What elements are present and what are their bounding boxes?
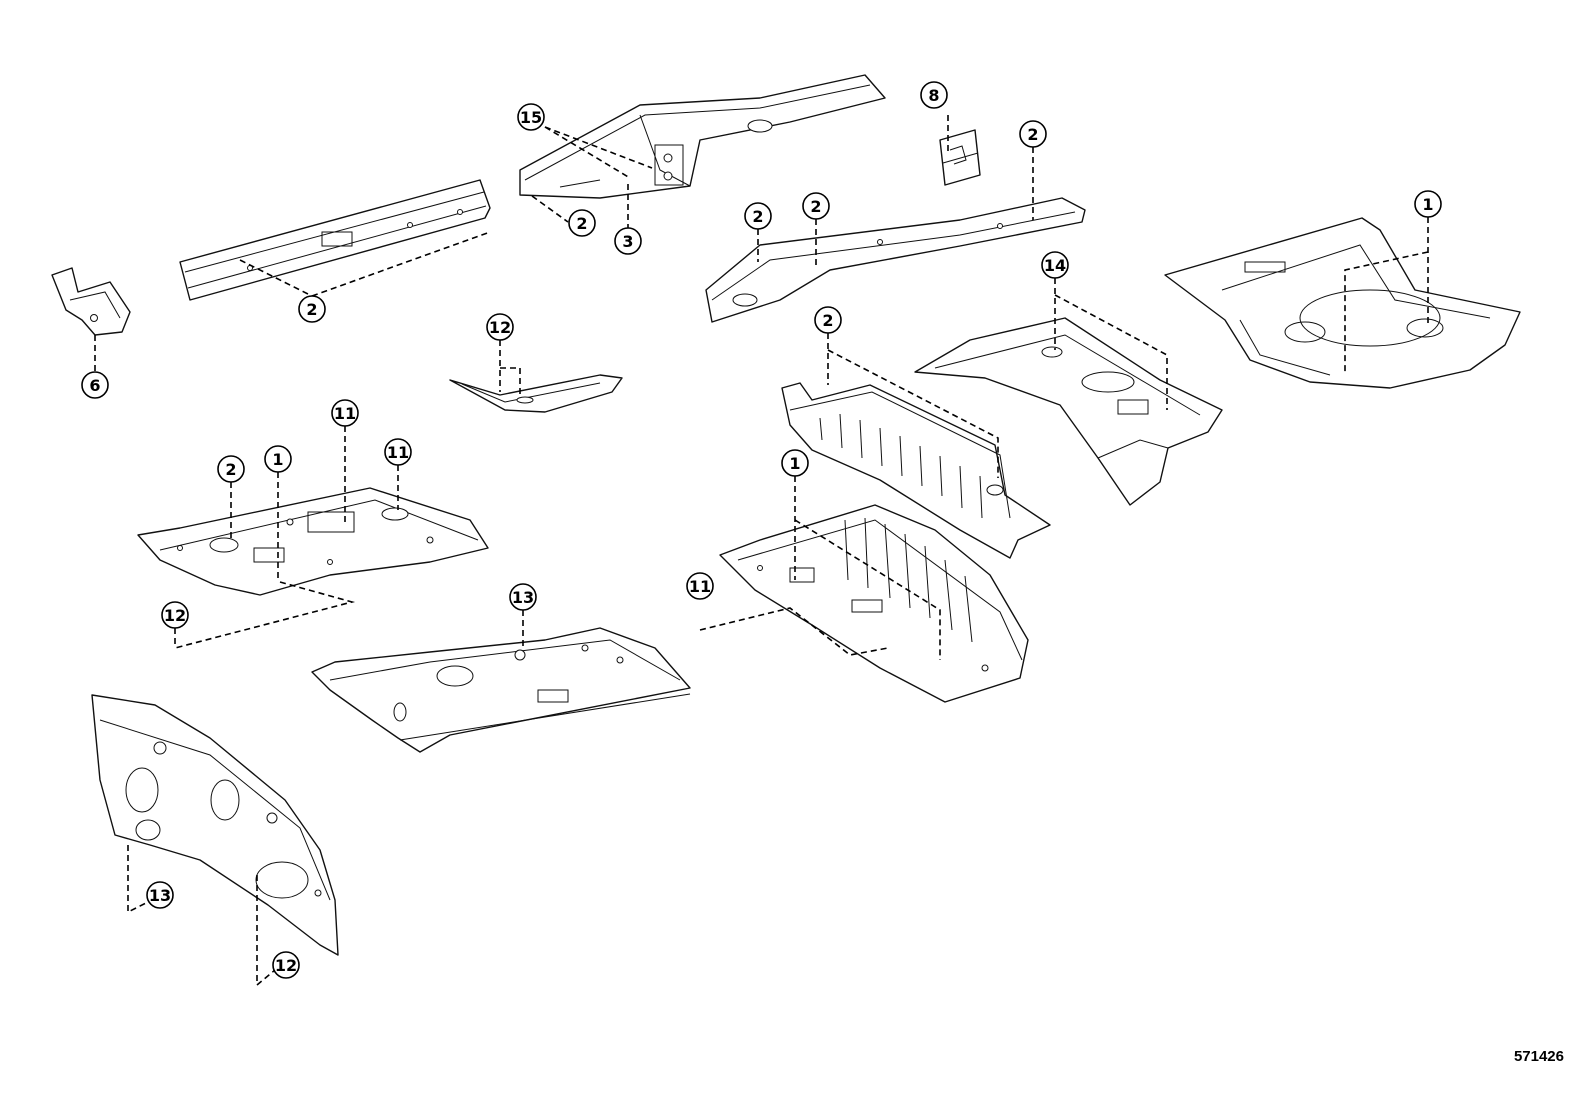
callout-11-tunnel: 13 (509, 583, 537, 611)
svg-text:2: 2 (810, 197, 821, 216)
callout-12-rear-floor: 1 (781, 449, 809, 477)
rear-side-member (705, 197, 1086, 323)
svg-text:12: 12 (275, 956, 297, 975)
svg-text:3: 3 (622, 232, 633, 251)
bracket-8 (939, 129, 981, 186)
floor-panel-ribs (844, 517, 973, 643)
callout-13-rear-floor: 11 (686, 572, 714, 600)
callout-2-seat-pan: 2 (814, 306, 842, 334)
svg-text:12: 12 (164, 606, 186, 625)
seat-pan-ribs (819, 413, 983, 519)
svg-text:2: 2 (752, 207, 763, 226)
svg-text:2: 2 (822, 311, 833, 330)
svg-text:2: 2 (1027, 125, 1038, 144)
svg-text:1: 1 (789, 454, 800, 473)
svg-text:15: 15 (520, 108, 542, 127)
svg-text:13: 13 (512, 588, 534, 607)
callout-11-floor-mid: 11 (331, 399, 359, 427)
svg-text:8: 8 (928, 86, 939, 105)
callout-12-dash-right: 12 (272, 951, 300, 979)
diagram-reference-code: 571426 (1513, 1048, 1564, 1065)
svg-text:2: 2 (306, 300, 317, 319)
svg-text:12: 12 (489, 318, 511, 337)
rear-floor-panel (719, 504, 1029, 703)
rear-cross-member (914, 317, 1223, 506)
floor-reinforcement (449, 374, 623, 413)
svg-text:6: 6 (89, 376, 100, 395)
svg-text:1: 1 (272, 450, 283, 469)
callout-6: 6 (81, 371, 109, 399)
leader-lines (94, 115, 1429, 987)
callout-3: 3 (614, 227, 642, 255)
callout-2-rear-member-mid: 2 (802, 192, 830, 220)
callout-1-rear-floor: 1 (1414, 190, 1442, 218)
svg-text:14: 14 (1044, 256, 1066, 275)
svg-text:11: 11 (334, 404, 356, 423)
front-bracket (51, 267, 131, 336)
callout-1-floor-right: 11 (384, 438, 412, 466)
callout-1-floor-left: 2 (217, 455, 245, 483)
svg-text:13: 13 (149, 886, 171, 905)
svg-text:2: 2 (576, 214, 587, 233)
front-floor-panel-lh (137, 487, 489, 596)
dash-panel (91, 694, 339, 956)
svg-text:11: 11 (387, 443, 409, 462)
center-floor-tunnel (311, 627, 691, 753)
callout-13-floor-left: 12 (161, 601, 189, 629)
svg-text:1: 1 (1422, 195, 1433, 214)
callout-2-reinforcement: 12 (486, 313, 514, 341)
front-side-member (519, 74, 886, 199)
callout-14: 14 (1041, 251, 1069, 279)
floor-side-sill (179, 179, 491, 301)
callout-2-rear-member-left: 2 (744, 202, 772, 230)
callout-12-dash-left: 13 (146, 881, 174, 909)
callout-15: 15 (517, 103, 545, 131)
rear-floor-pan (1164, 217, 1521, 389)
rear-seat-pan (781, 382, 1051, 559)
callout-2-sill: 2 (298, 295, 326, 323)
callout-8: 8 (920, 81, 948, 109)
callout-2-rear-member-end: 2 (1019, 120, 1047, 148)
svg-text:11: 11 (689, 577, 711, 596)
svg-text:2: 2 (225, 460, 236, 479)
callout-2-front-member: 2 (568, 209, 596, 237)
callout-11-floor-left: 1 (264, 445, 292, 473)
